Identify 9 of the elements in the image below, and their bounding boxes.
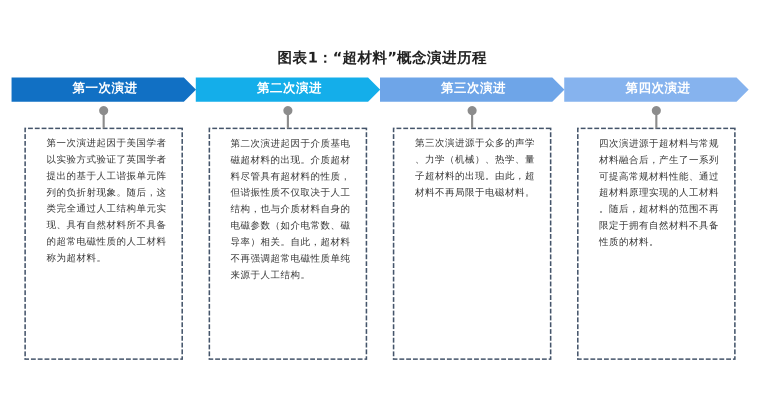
node-box: 第三次演进源于众多的声学、力学（机械）、热学、量子超材料的出现。由此，超材料不再局限于电磁材料。: [392, 128, 552, 360]
connector: [652, 106, 661, 128]
connector: [283, 106, 292, 128]
node-box: 第二次演进起因于介质基电磁超材料的出现。介质超材料尽管具有超材料的性质，但谐振性质不仅取决于人工结构，也与介质材料自身的电磁参数（如介电常数、磁导率）相关。自此，超材料不再强调超常电磁性质单纯来源于人工结构。: [208, 128, 368, 360]
diagram-title: 图表1：“超材料”概念演进历程: [278, 50, 487, 66]
node-box: 四次演进源于超材料与常规材料融合后，产生了一系列可提高常规材料性能、通过超材料原理实现的人工材料。随后，超材料的范围不再限定于拥有自然材料不具备性质的材料。: [577, 128, 736, 360]
connector: [99, 106, 108, 128]
connector: [468, 106, 477, 128]
node-box: 第一次演进起因于美国学者以实验方式验证了英国学者提出的基于人工谐振单元阵列的负折射现象。随后，这类完全通过人工结构单元实现、具有自然材料所不具备的超常电磁性质的人工材料称为超材料。: [24, 128, 183, 360]
